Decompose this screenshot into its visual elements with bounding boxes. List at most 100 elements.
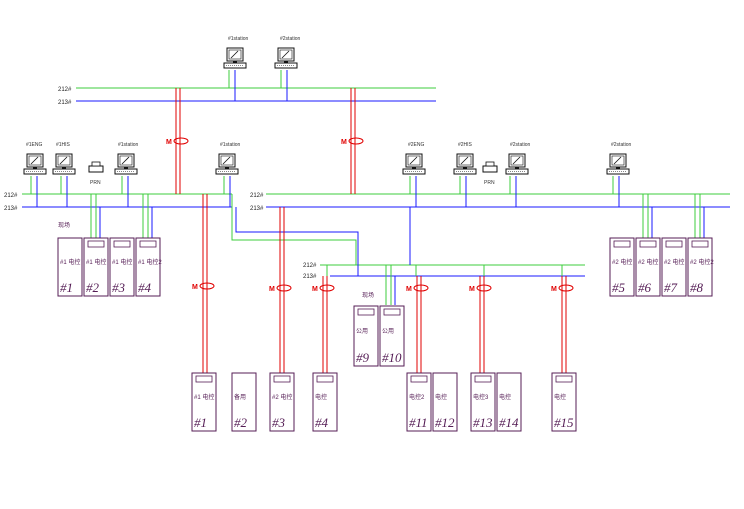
cabinet[interactable]: 电控#4: [312, 372, 338, 432]
cabinet-number: #5: [612, 280, 626, 295]
cabinet-number: #10: [382, 350, 402, 365]
cabinet-number: #13: [473, 415, 493, 430]
workstation-icon[interactable]: [23, 153, 47, 175]
m-mark: M: [341, 139, 347, 146]
cabinet-header: [383, 308, 401, 316]
cabinet-label: 电控: [499, 393, 511, 401]
cabinet-number: #4: [138, 280, 152, 295]
cabinet[interactable]: #1 电控2#4: [135, 237, 162, 297]
cabinet-header: [113, 240, 131, 248]
m-mark: M: [166, 139, 172, 146]
group-label-mid: 现场: [362, 291, 374, 299]
workstation-icon[interactable]: [215, 153, 239, 175]
cabinet[interactable]: 电控#12: [432, 372, 458, 432]
cabinet-header: [474, 375, 492, 383]
cabinet-label: #2 电控: [272, 393, 292, 401]
bus-label-top-212: 212#: [58, 87, 72, 93]
cabinet-label: #1 电控: [112, 258, 132, 266]
cabinet[interactable]: 电控 #14: [496, 372, 522, 432]
bus-label-mid-212: 212#: [250, 193, 264, 199]
cabinet-label: #2 电控: [612, 258, 632, 266]
cabinet[interactable]: #1 电控#3: [109, 237, 135, 297]
workstation-icon[interactable]: [223, 47, 247, 69]
cabinet[interactable]: #2 电控#6: [635, 237, 661, 297]
ws-label: #1station: [118, 142, 139, 148]
cabinet-header: [316, 375, 334, 383]
cabinet-label: 电控2: [409, 393, 425, 401]
cabinet-number: #7: [664, 280, 678, 295]
cabinet[interactable]: #1 电控#1: [191, 372, 217, 432]
workstation-icon[interactable]: [114, 153, 138, 175]
workstation-icon[interactable]: [402, 153, 426, 175]
bus-label-left-213: 213#: [4, 206, 18, 212]
ws-label: #1HIS: [56, 142, 71, 148]
ws-label: #2station: [510, 142, 531, 148]
cabinet-header: [613, 240, 631, 248]
cabinet-number: #11: [409, 415, 428, 430]
cabinet[interactable]: 电控2 #11: [406, 372, 432, 432]
workstation-icon[interactable]: [52, 153, 76, 175]
workstation-icon[interactable]: [453, 153, 477, 175]
ws-label: #2HIS: [458, 142, 473, 148]
cabinet[interactable]: #1 电控#2: [83, 237, 109, 297]
top-red-links: [173, 88, 364, 194]
workstation-icon[interactable]: [606, 153, 630, 175]
printer-icon[interactable]: [482, 161, 498, 173]
cabinet-number: #14: [499, 415, 519, 430]
cabinet[interactable]: #2 电控 #3: [269, 372, 295, 432]
cabinet-label: 电控3: [473, 393, 489, 401]
cabinet-header: [357, 308, 375, 316]
cabinet-label: #2 电控2: [690, 258, 714, 266]
cabinet[interactable]: 电控#15: [551, 372, 577, 432]
cabinet-header: [195, 375, 213, 383]
cabinet-label: 电控: [315, 393, 327, 401]
cabinet-header: [665, 240, 683, 248]
cabinet[interactable]: 电控3 #13: [470, 372, 496, 432]
group-label-left: 现场: [58, 221, 70, 229]
cabinet-number: #15: [554, 415, 574, 430]
cabinet[interactable]: 备用#2: [231, 372, 257, 432]
bus-label-top-213: 213#: [58, 100, 72, 106]
cabinet-label: #2 电控: [664, 258, 684, 266]
cabinet-header: [139, 240, 157, 248]
printer-icon[interactable]: [88, 161, 104, 173]
cabinet-header: [639, 240, 657, 248]
cabinet-number: #8: [690, 280, 704, 295]
cabinet[interactable]: #1 电控 #1: [57, 237, 83, 297]
cabinet-number: #3: [272, 415, 286, 430]
cabinet[interactable]: #2 电控 #7: [661, 237, 687, 297]
link-mid-to-low: [231, 194, 411, 276]
m-mark: M: [469, 286, 475, 293]
ws-label: #1station: [228, 36, 249, 42]
cabinet-number: #9: [356, 350, 370, 365]
workstation-icon[interactable]: [505, 153, 529, 175]
cabinet[interactable]: #2 电控 #5: [609, 237, 635, 297]
cabinet-label: 公用: [356, 328, 368, 335]
cabinet-label: 公用: [382, 328, 394, 335]
cabinet[interactable]: 公用 #10: [379, 305, 405, 367]
cabinet-header: [555, 375, 573, 383]
m-mark: M: [406, 286, 412, 293]
cabinet-header: [691, 240, 709, 248]
cabinet-header: [273, 375, 291, 383]
cabinet-label: 电控: [435, 393, 447, 401]
cabinet-number: #1: [60, 280, 73, 295]
cabinet-label: #2 电控: [638, 258, 658, 266]
ws-label: #2ENG: [408, 142, 425, 148]
bus-label-left-212: 212#: [4, 193, 18, 199]
m-mark: M: [312, 286, 318, 293]
cabinet-number: #2: [234, 415, 248, 430]
cabinet[interactable]: #2 电控2 #8: [687, 237, 714, 297]
m-mark: M: [269, 286, 275, 293]
ws-label: #1ENG: [26, 142, 43, 148]
cabinet-label: #1 电控: [60, 258, 80, 266]
bus-label-mid-213: 213#: [250, 206, 264, 212]
m-mark: M: [192, 284, 198, 291]
printer-label: PRN: [90, 180, 101, 186]
cabinet[interactable]: 公用 #9: [353, 305, 379, 367]
cabinet-number: #1: [194, 415, 207, 430]
workstation-icon[interactable]: [274, 47, 298, 69]
ws-label: #2station: [280, 36, 301, 42]
low-bus-drops: [326, 265, 563, 305]
